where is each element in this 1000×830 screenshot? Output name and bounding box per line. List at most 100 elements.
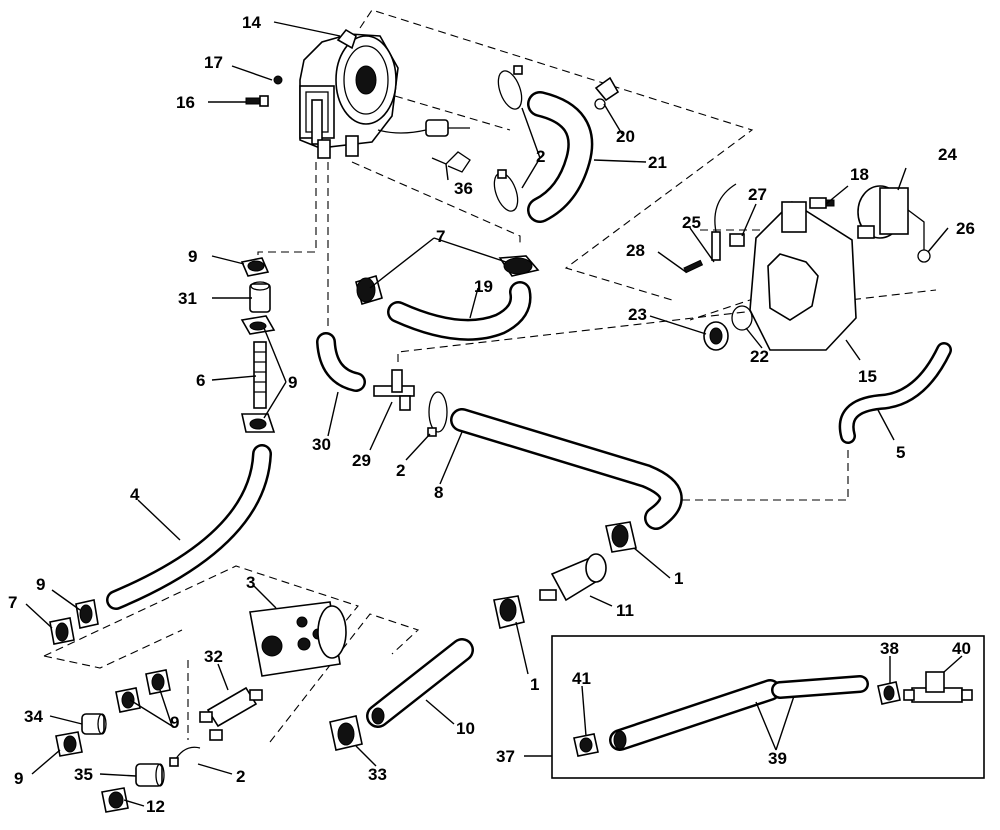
callout-7-left: 7 [8,593,17,612]
clamp-part-9-top [240,257,270,277]
callout-2-mid: 2 [396,461,405,480]
callout-14: 14 [242,13,261,32]
hose-part-19 [387,281,532,341]
bracket-part-15 [749,200,857,351]
callout-8: 8 [434,483,443,502]
screw-part-18 [809,197,835,209]
nut-part-27 [729,233,745,247]
hose-part-21 [527,91,594,223]
wire-part-25 [711,183,737,261]
callout-25: 25 [682,213,701,232]
kit-box-part-37 [551,635,985,779]
clamp-part-12 [101,787,129,813]
hose-part-5 [838,342,952,444]
fitting-part-34 [81,713,107,735]
clip-part-2-bottom [169,746,201,767]
clamp-part-33 [329,715,363,751]
callout-18: 18 [850,165,869,184]
callout-9-left: 9 [36,575,45,594]
clip-part-20 [594,76,620,110]
clamp-part-7-left [49,617,75,645]
callout-33: 33 [368,765,387,784]
connector-part-31 [249,281,271,313]
clamp-part-9-left [75,599,99,629]
clamp-part-9-mid [240,315,276,335]
callout-2-bottom: 2 [236,767,245,786]
clamp-part-9-bottom-a [145,669,171,695]
callout-9-top: 9 [188,247,197,266]
clamp-part-1-upper [605,521,637,553]
callout-28: 28 [626,241,645,260]
callout-17: 17 [204,53,223,72]
callout-38: 38 [880,639,899,658]
screw-part-16 [245,95,269,107]
ring-part-23 [703,321,729,351]
fuel-filter-part-11 [539,553,607,602]
callout-12: 12 [146,797,165,816]
callout-15: 15 [858,367,877,386]
assembly-dashed-lines [43,9,937,743]
callout-27: 27 [748,185,767,204]
connector-part-32 [199,686,263,741]
fitting-part-6 [253,341,267,409]
clamp-part-38 [877,681,901,705]
clamp-part-9-bottom-c [55,731,83,757]
callout-1-upper: 1 [674,569,683,588]
callout-31: 31 [178,289,197,308]
callout-35: 35 [74,765,93,784]
callout-2-top: 2 [536,147,545,166]
callout-29: 29 [352,451,371,470]
clamp-part-2-mid [427,391,448,437]
hose-part-30 [316,332,366,392]
callout-9-bottom: 9 [170,713,179,732]
clamp-part-9-bottom-b [115,687,141,713]
callout-labels: 14 17 16 2 20 21 36 24 18 27 25 28 26 9 … [8,13,975,816]
callout-9-corner: 9 [14,769,23,788]
callout-3: 3 [246,573,255,592]
callout-20: 20 [616,127,635,146]
callout-40: 40 [952,639,971,658]
callout-30: 30 [312,435,331,454]
clamp-part-41 [573,733,599,757]
callout-21: 21 [648,153,667,172]
tee-fitting-part-29 [373,369,415,411]
callout-4: 4 [130,485,140,504]
callout-9-mid: 9 [288,373,297,392]
clamp-part-2-top [493,65,523,212]
callout-11: 11 [616,601,634,620]
clamp-part-1-lower [493,595,525,629]
fuel-pump-part-14 [273,28,470,159]
hose-part-4 [106,444,272,610]
callout-10: 10 [456,719,475,738]
gasket-part-22 [731,305,753,331]
screw-part-28 [683,259,704,274]
callout-36: 36 [454,179,473,198]
clamp-part-9-low [241,413,276,433]
leader-lines [25,21,963,807]
callout-6: 6 [196,371,205,390]
callout-32: 32 [204,647,223,666]
hose-part-10 [366,638,474,728]
callout-16: 16 [176,93,195,112]
primer-solenoid-part-24 [857,185,931,263]
callout-1-lower: 1 [530,675,539,694]
callout-26: 26 [956,219,975,238]
part-3-housing [249,601,347,677]
callout-37: 37 [496,747,515,766]
callout-22: 22 [750,347,769,366]
hose-part-39 [609,675,869,751]
callout-39: 39 [768,749,787,768]
callout-24: 24 [938,145,957,164]
callout-41: 41 [572,669,591,688]
hose-part-8 [450,408,683,530]
callout-7-top: 7 [436,227,445,246]
clip-part-36 [431,151,471,173]
fitting-part-35 [135,763,165,787]
valve-part-40 [903,671,973,703]
callout-19: 19 [474,277,493,296]
callout-34: 34 [24,707,43,726]
callout-23: 23 [628,305,647,324]
callout-5: 5 [896,443,905,462]
